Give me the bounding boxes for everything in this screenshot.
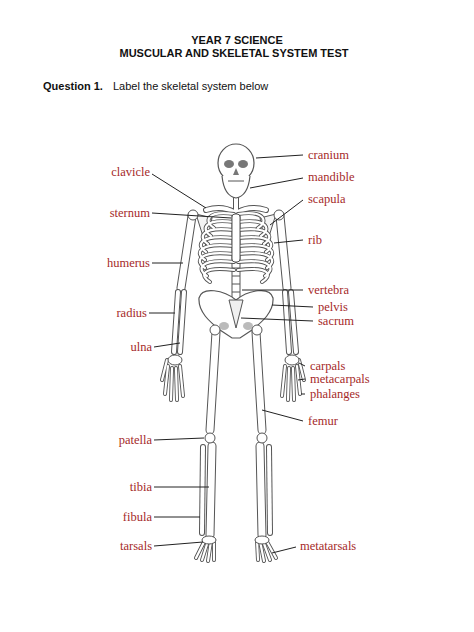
bone-label: metatarsals <box>300 539 356 553</box>
question-number: Question 1. <box>43 79 103 93</box>
page-title: YEAR 7 SCIENCE <box>0 33 474 47</box>
bone-label: scapula <box>308 192 345 206</box>
bone-label: mandible <box>308 170 355 184</box>
bone-label: carpals <box>310 359 345 373</box>
bone-label: pelvis <box>318 300 348 314</box>
bone-label: sternum <box>110 206 150 220</box>
bone-label: tibia <box>130 480 152 494</box>
bone-label: patella <box>119 433 152 447</box>
bone-label: ulna <box>130 340 152 354</box>
bone-label: phalanges <box>310 387 360 401</box>
bone-label: clavicle <box>111 165 150 179</box>
question-text: Label the skeletal system below <box>113 79 268 93</box>
bone-label: femur <box>308 414 338 428</box>
bone-label: sacrum <box>318 314 354 328</box>
bone-label: metacarpals <box>310 372 370 386</box>
bone-label: rib <box>308 233 322 247</box>
bone-label: humerus <box>107 256 150 270</box>
bone-label: tarsals <box>120 539 152 553</box>
bone-label: fibula <box>123 510 152 524</box>
bone-label: radius <box>116 306 147 320</box>
bone-label: cranium <box>308 148 349 162</box>
page-subtitle: MUSCULAR AND SKELETAL SYSTEM TEST <box>0 46 471 60</box>
bone-label: vertebra <box>308 283 349 297</box>
